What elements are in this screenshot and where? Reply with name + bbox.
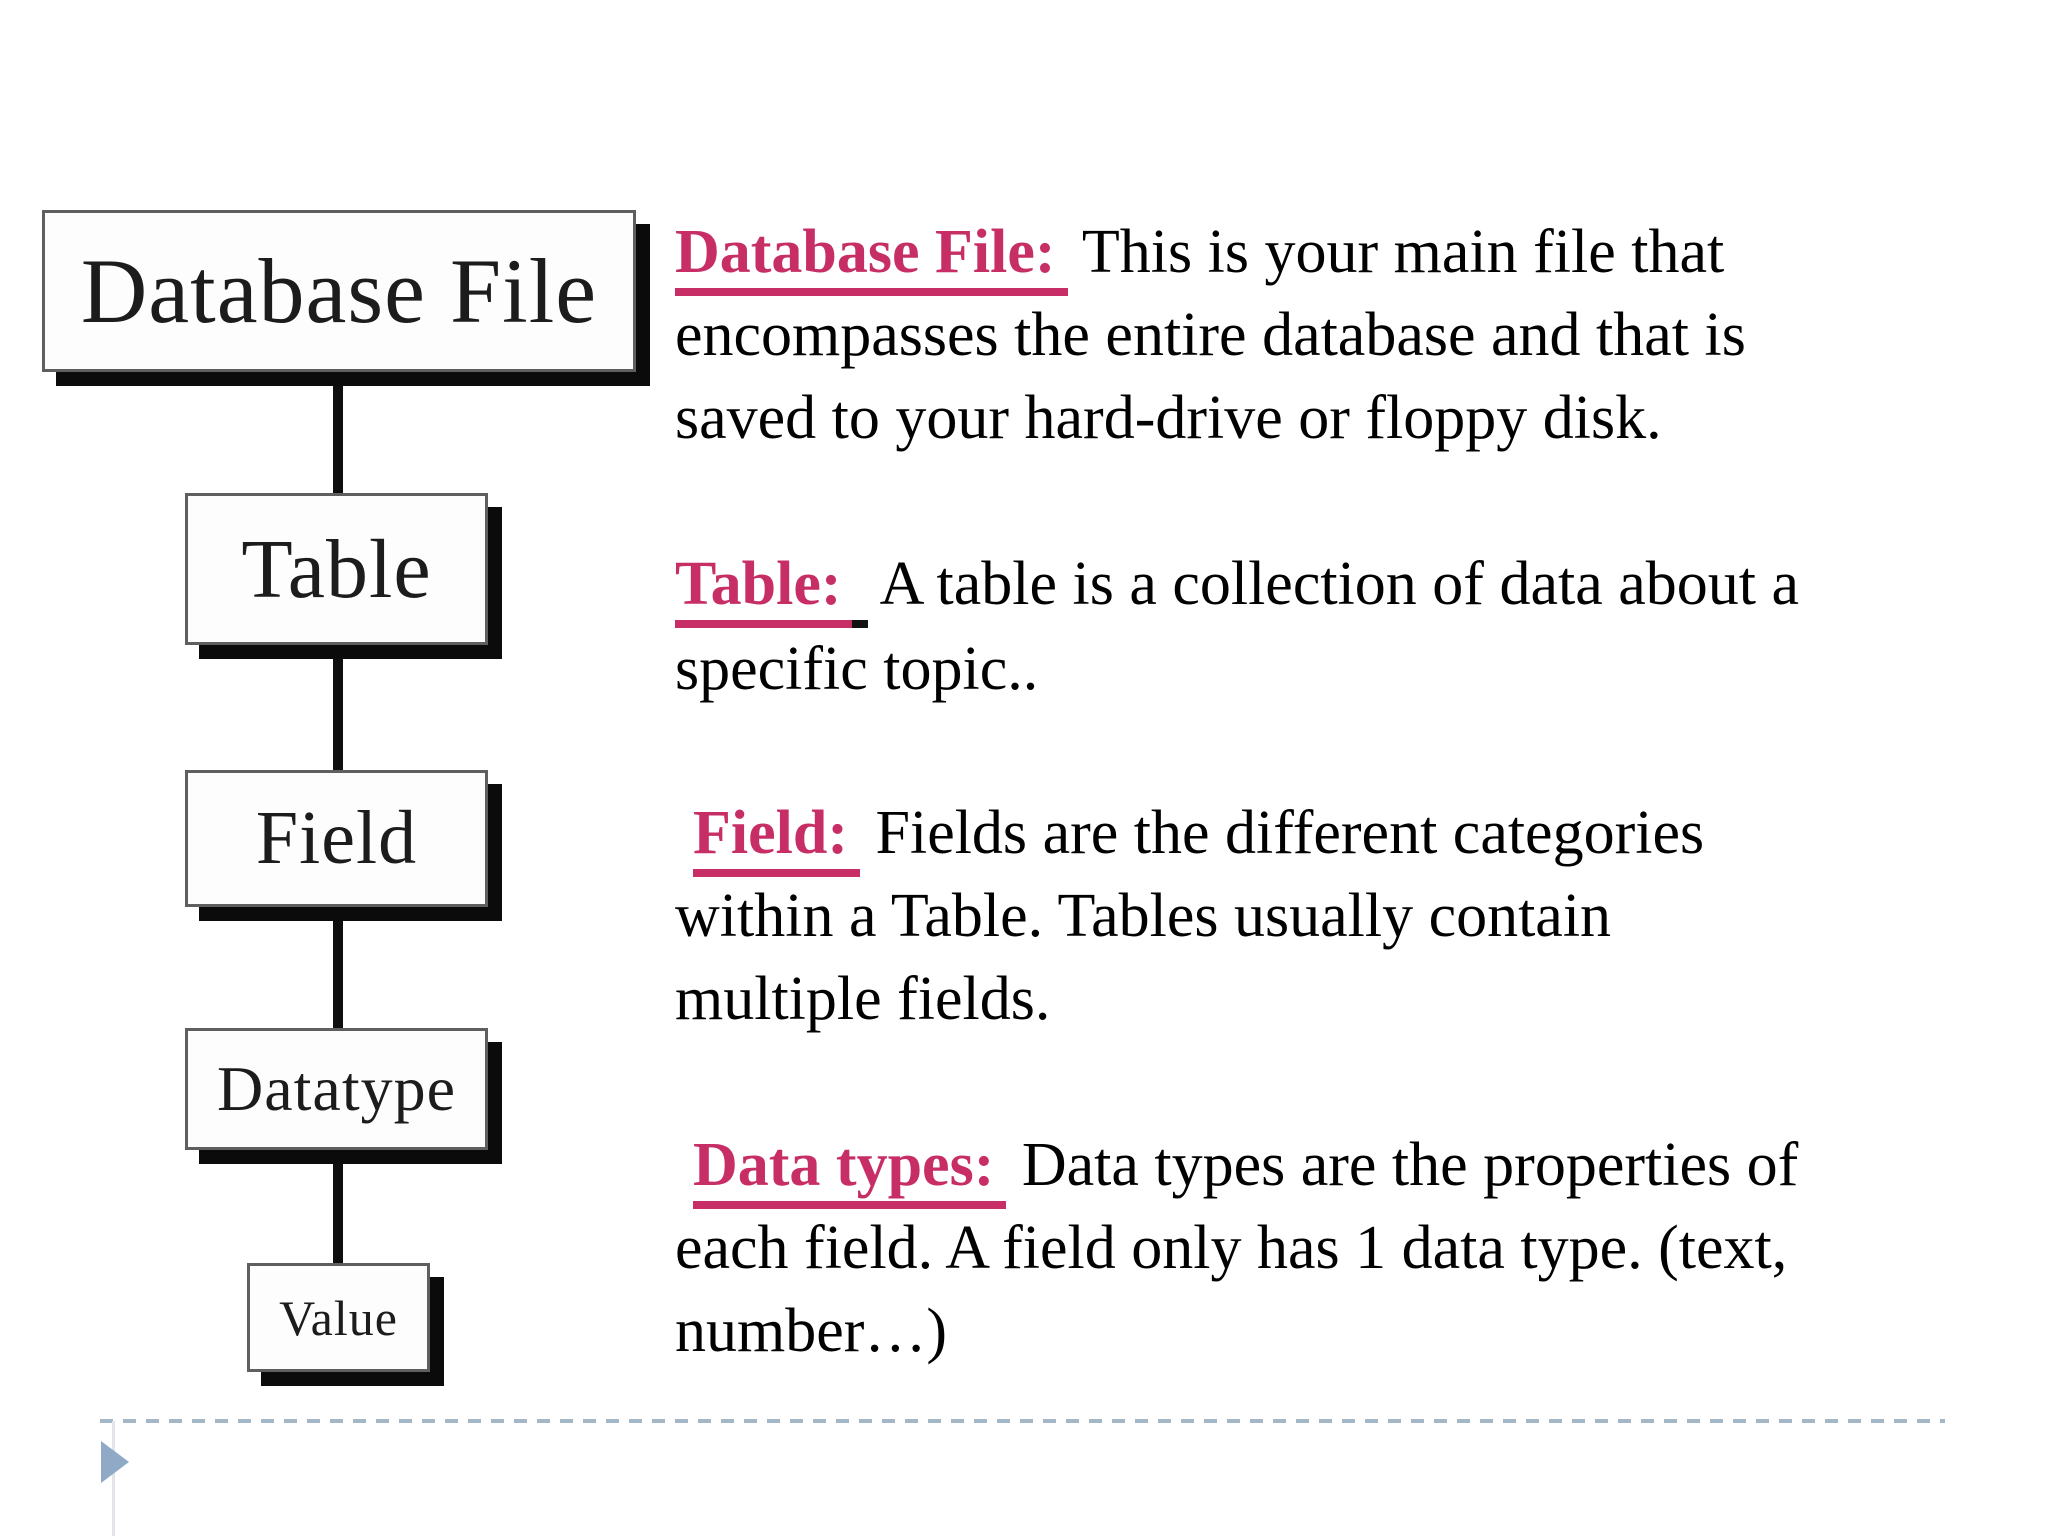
triangle-bullet-icon	[101, 1441, 129, 1483]
flowchart-node-value: Value	[247, 1263, 430, 1372]
term-heading: Data types:	[693, 1131, 1007, 1209]
definition-line: within a Table. Tables usually contain	[675, 882, 1612, 950]
definition-text: This is your main file that	[1067, 218, 1725, 286]
node-label: Table	[241, 522, 432, 616]
flowchart-node-table: Table	[185, 493, 488, 645]
definition-line: each field. A field only has 1 data type…	[675, 1214, 1788, 1282]
node-label: Value	[279, 1289, 398, 1346]
flowchart-node-datatype: Datatype	[185, 1028, 488, 1150]
flowchart-connector-field-datatype	[333, 898, 343, 1038]
node-label: Field	[255, 796, 418, 880]
term-heading: Field:	[693, 799, 860, 877]
definition-text: Fields are the different categories	[859, 799, 1705, 867]
term-heading: Database File:	[675, 218, 1068, 296]
node-label: Database File	[80, 240, 598, 342]
definition-database-file: Database File: This is your main file th…	[675, 211, 2005, 460]
definition-line: Table: A table is a collection of data a…	[675, 543, 2005, 628]
flowchart-connector-datatype-value	[333, 1143, 343, 1273]
definition-data-types: Data types: Data types are the propertie…	[675, 1124, 2005, 1373]
term-heading: Table:	[675, 550, 854, 628]
flowchart-node-database-file: Database File	[42, 210, 636, 372]
flowchart-node-field: Field	[185, 770, 488, 907]
definition-line: number…)	[675, 1297, 948, 1365]
flowchart-connector-dbfile-table	[333, 365, 343, 503]
definition-table: Table: A table is a collection of data a…	[675, 543, 2005, 711]
definition-text: Data types are the properties of	[1006, 1131, 1799, 1199]
slide-footer-dashed-divider	[100, 1419, 1945, 1423]
definition-line: Data types: Data types are the propertie…	[675, 1124, 2005, 1209]
definition-line: Field: Fields are the different categori…	[675, 792, 2005, 877]
flowchart-connector-table-field	[333, 638, 343, 780]
underline-black-segment	[851, 620, 868, 628]
definition-line: saved to your hard-drive or floppy disk.	[675, 384, 1662, 452]
node-label: Datatype	[217, 1053, 456, 1124]
definition-line: Database File: This is your main file th…	[675, 211, 2005, 296]
definition-line: encompasses the entire database and that…	[675, 301, 1746, 369]
definition-line: multiple fields.	[675, 965, 1051, 1033]
definition-field: Field: Fields are the different categori…	[675, 792, 2005, 1041]
definition-text: A table is a collection of data about a	[867, 550, 1799, 618]
definition-line: specific topic..	[675, 635, 1039, 703]
